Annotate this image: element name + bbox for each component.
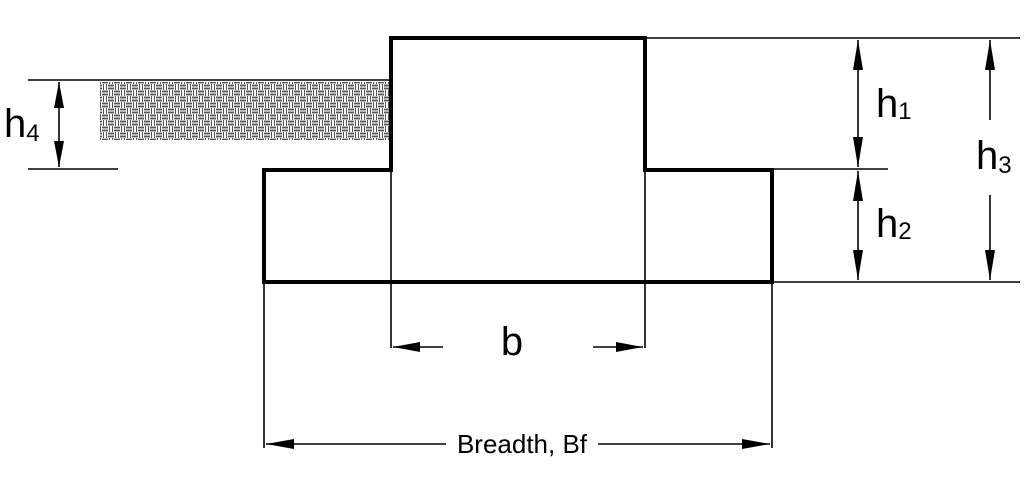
label-breadth: Breadth, Bf — [457, 429, 588, 459]
label-h1: h1 — [876, 82, 912, 126]
soil-hatch — [100, 82, 390, 140]
label-h4: h4 — [4, 102, 40, 147]
dimension-h2 — [853, 171, 863, 280]
dimension-b — [393, 342, 643, 352]
dimension-breadth — [266, 439, 770, 449]
label-h2: h2 — [876, 202, 912, 246]
dimension-h4 — [54, 82, 64, 167]
label-h3: h3 — [976, 134, 1012, 179]
footing-outline — [262, 36, 774, 284]
label-b: b — [501, 320, 523, 364]
extension-lines — [28, 37, 1020, 448]
dimension-h1 — [853, 40, 863, 167]
dimension-h3 — [985, 40, 995, 280]
